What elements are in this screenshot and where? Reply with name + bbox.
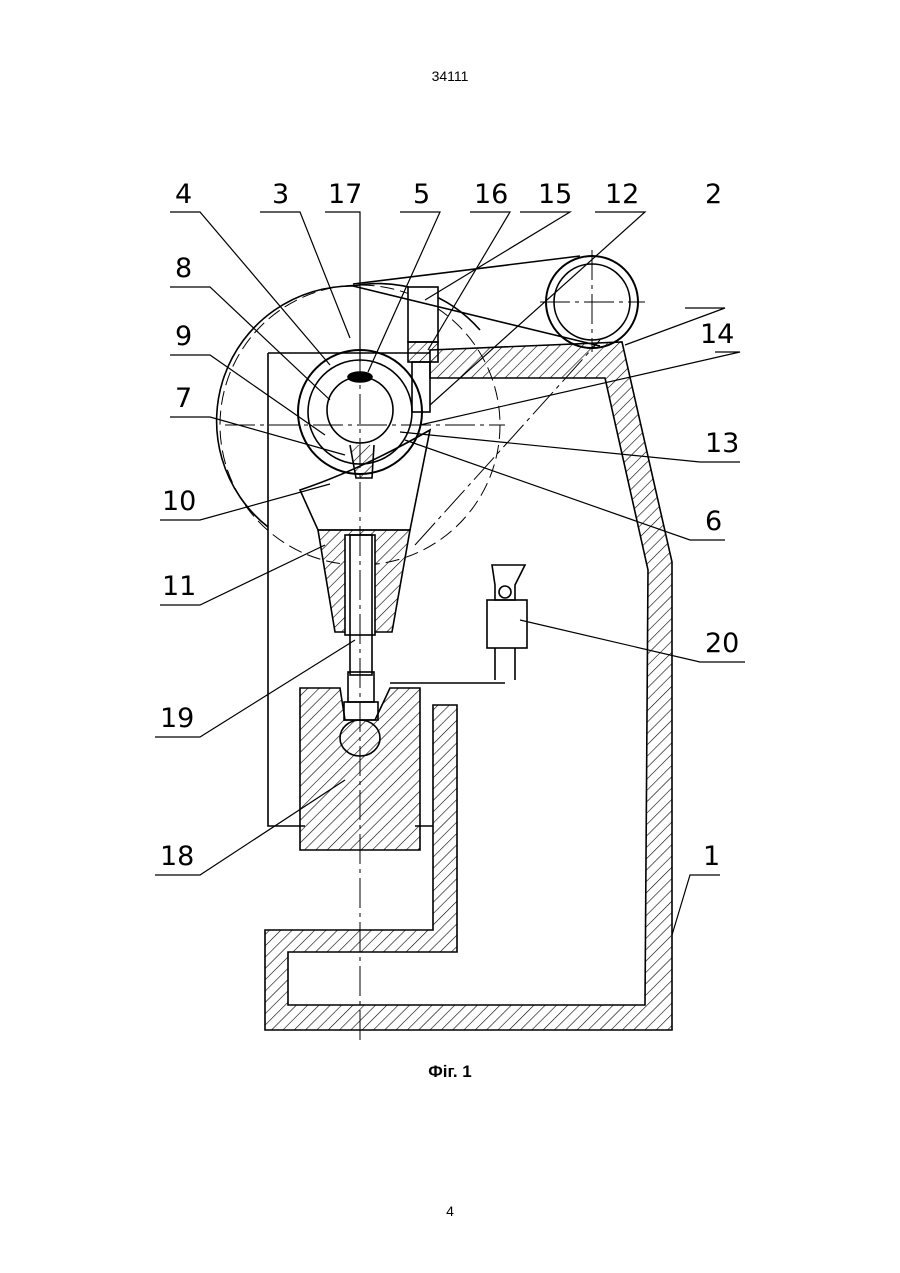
label-16: 16 [474,179,508,210]
sensor [492,565,525,600]
label-15: 15 [538,179,572,210]
label-8: 8 [175,253,192,284]
figure-caption: Фіг. 1 [0,1062,900,1082]
frame-body [265,342,672,1030]
label-6: 6 [705,506,722,537]
label-1: 1 [703,841,720,872]
label-5: 5 [413,179,430,210]
label-17: 17 [328,179,362,210]
label-3: 3 [272,179,289,210]
label-7: 7 [175,383,192,414]
label-18: 18 [160,841,194,872]
label-9: 9 [175,321,192,352]
page-number: 4 [0,1203,900,1219]
label-4: 4 [175,179,192,210]
label-19: 19 [160,703,194,734]
label-14: 14 [700,319,734,350]
label-2: 2 [705,179,722,210]
label-20: 20 [705,628,739,659]
label-11: 11 [162,571,196,602]
label-12: 12 [605,179,639,210]
label-10: 10 [162,486,196,517]
label-13: 13 [705,428,739,459]
